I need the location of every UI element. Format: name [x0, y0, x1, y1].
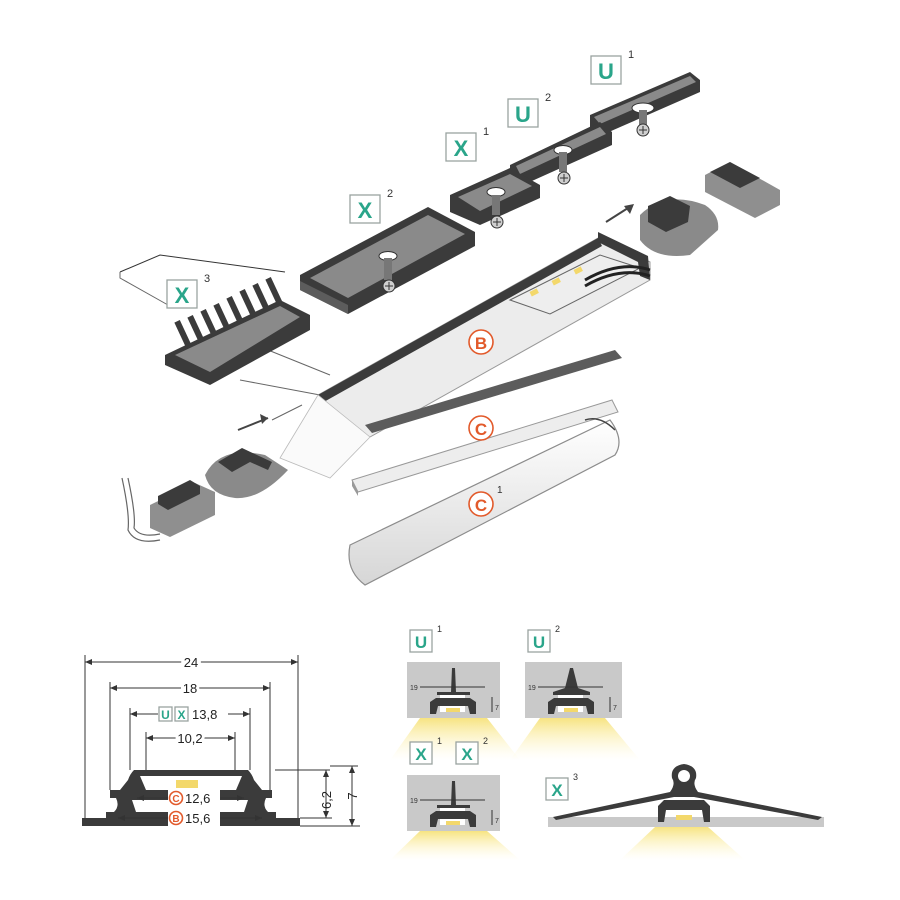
svg-text:B: B	[475, 334, 487, 353]
svg-text:X: X	[461, 745, 473, 764]
svg-text:7: 7	[345, 792, 360, 799]
cross-section: 24 18 U X 13,8	[82, 652, 360, 827]
svg-text:13,8: 13,8	[192, 707, 217, 722]
svg-text:U: U	[161, 708, 170, 722]
svg-text:X: X	[175, 283, 190, 308]
detail-x1: X 1 X 2 19 7	[390, 736, 520, 860]
diffuser-c	[351, 350, 622, 496]
svg-text:12,6: 12,6	[185, 791, 210, 806]
mount-part-u1	[590, 72, 700, 137]
dim-6-2: 6,2	[275, 769, 360, 827]
svg-text:1: 1	[483, 126, 489, 138]
svg-text:15,6: 15,6	[185, 811, 210, 826]
mount-part-x2	[300, 207, 475, 314]
dim-24: 24	[84, 652, 299, 820]
svg-text:7: 7	[495, 705, 499, 712]
dim-7: 7	[330, 765, 360, 826]
svg-text:X: X	[454, 136, 469, 161]
dim-13-8: U X 13,8	[129, 706, 251, 770]
svg-text:2: 2	[555, 624, 560, 634]
svg-text:2: 2	[387, 188, 393, 200]
svg-text:C: C	[475, 420, 487, 439]
svg-text:7: 7	[613, 705, 617, 712]
svg-text:X: X	[551, 781, 563, 800]
led-strip	[508, 254, 651, 315]
svg-text:C: C	[172, 794, 179, 805]
svg-text:B: B	[172, 814, 179, 825]
x3-fins	[174, 277, 283, 348]
dim-b: B 15,6	[118, 810, 262, 826]
svg-text:10,2: 10,2	[177, 731, 202, 746]
svg-text:1: 1	[628, 49, 634, 61]
mount-details: U 1 19 7 U 2 19 7	[390, 624, 824, 860]
dim-18: 18	[109, 678, 271, 790]
svg-text:19: 19	[410, 798, 418, 805]
circle-label-c: C	[468, 415, 494, 441]
end-cap-flat-left	[121, 477, 215, 542]
dim-c: C 12,6	[137, 790, 244, 806]
mount-part-x3	[119, 254, 331, 421]
svg-text:19: 19	[528, 685, 536, 692]
svg-text:X: X	[358, 198, 373, 223]
svg-text:1: 1	[497, 485, 503, 496]
detail-u2: U 2 19 7	[510, 624, 640, 760]
svg-text:U: U	[598, 59, 614, 84]
svg-text:6,2: 6,2	[319, 791, 334, 809]
svg-text:X: X	[415, 745, 427, 764]
dim-10-2: 10,2	[145, 728, 236, 775]
svg-text:1: 1	[437, 624, 442, 634]
badge-x3: X 3	[166, 273, 210, 309]
svg-text:2: 2	[483, 736, 488, 746]
svg-text:24: 24	[184, 655, 198, 670]
svg-text:U: U	[415, 633, 427, 652]
svg-text:1: 1	[437, 736, 442, 746]
exploded-view: U 1 U 2 X 1 X 2 X 3 B C	[119, 49, 780, 586]
detail-u1: U 1 19 7	[390, 624, 520, 760]
svg-text:U: U	[515, 102, 531, 127]
svg-text:3: 3	[573, 772, 578, 782]
badge-x2: X 2	[349, 188, 393, 224]
end-cap-left	[205, 414, 288, 499]
circle-label-b: B	[468, 329, 494, 355]
svg-text:3: 3	[204, 273, 210, 285]
svg-text:7: 7	[495, 818, 499, 825]
badge-x1: X 1	[445, 126, 489, 162]
svg-text:X: X	[177, 708, 185, 722]
svg-text:U: U	[533, 633, 545, 652]
end-cap-flat-right	[705, 162, 780, 218]
svg-text:C: C	[475, 496, 487, 515]
detail-x3: X 3	[545, 764, 824, 860]
badge-u1: U 1	[590, 49, 634, 85]
mount-part-x1	[450, 168, 540, 229]
mount-part-u2	[510, 122, 612, 185]
badge-u2: U 2	[507, 92, 551, 128]
end-cap-right	[605, 196, 719, 256]
svg-text:18: 18	[183, 681, 197, 696]
circle-label-c1: C 1	[468, 485, 503, 517]
svg-text:2: 2	[545, 92, 551, 104]
svg-text:19: 19	[410, 685, 418, 692]
